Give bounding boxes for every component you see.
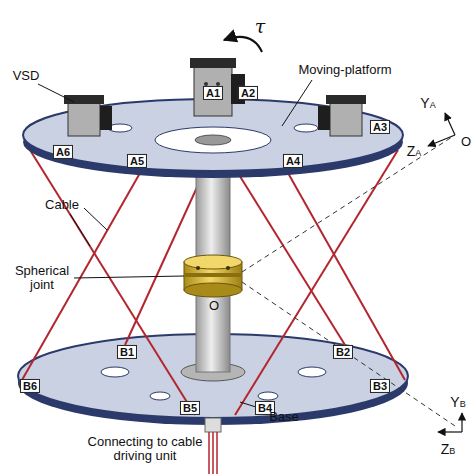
anchor-tag: B1 <box>117 345 137 359</box>
torque-arrow <box>224 37 262 52</box>
vsd-spring <box>318 106 330 130</box>
joint-center: O <box>209 299 219 313</box>
joint-band <box>184 273 242 277</box>
frame-a-axes <box>428 113 455 146</box>
frame-b-axes <box>438 413 462 432</box>
anchor-tag: B2 <box>333 345 353 359</box>
frame-links <box>242 137 458 428</box>
torque-symbol: τ <box>255 16 266 37</box>
anchor-tag: A1 <box>203 86 223 100</box>
anchor-tag: B6 <box>20 379 40 393</box>
outlet-cable <box>208 432 210 474</box>
part-name: Spherical joint <box>6 264 78 293</box>
axis-label: ZB <box>441 442 456 457</box>
vsd-cap <box>190 58 236 68</box>
cable <box>288 173 405 380</box>
vsd-unit <box>318 95 366 136</box>
joint-bolt <box>196 266 200 270</box>
part-name: Cable <box>45 198 79 212</box>
dashed-line <box>242 282 458 428</box>
base-hole <box>101 367 129 377</box>
axis-arrow <box>428 135 455 146</box>
anchor-tag: A6 <box>53 145 73 159</box>
cable <box>235 150 398 415</box>
joint-bottom <box>184 283 242 297</box>
base-hole <box>258 392 278 400</box>
vsd-body <box>194 64 232 116</box>
vsd-body <box>68 100 100 136</box>
leader-line <box>84 208 107 230</box>
part-name: Base <box>269 410 299 424</box>
spherical-joint <box>184 255 242 297</box>
leader-line <box>38 84 74 102</box>
leader-line <box>282 80 312 126</box>
cable-outlet <box>205 418 221 474</box>
outlet-block <box>205 418 221 432</box>
anchor-tag: A3 <box>370 120 390 134</box>
vsd-cap <box>326 95 366 104</box>
anchor-tag: A5 <box>127 154 147 168</box>
part-name: VSD <box>13 69 40 83</box>
vsd-body <box>330 100 362 136</box>
front-cables <box>22 150 405 415</box>
part-name: Moving-platform <box>298 63 391 77</box>
base-hole <box>150 392 170 400</box>
axis-label: ZA <box>407 144 422 159</box>
outlet-cable <box>216 432 218 474</box>
platform-hole <box>294 124 318 132</box>
joint-bolt <box>226 266 230 270</box>
dashed-line <box>242 137 452 272</box>
note-text: Connecting to cable driving unit <box>79 435 211 464</box>
vsd-unit <box>190 58 245 116</box>
outlet-cable <box>212 432 214 474</box>
cable <box>30 150 195 415</box>
leader-line <box>70 214 90 246</box>
frame-origin: O <box>461 135 471 149</box>
pole-cap <box>195 135 231 145</box>
axis-label: YB <box>450 395 465 410</box>
axis-arrow <box>438 431 462 432</box>
axis-arrow <box>445 113 455 135</box>
anchor-tag: A4 <box>283 154 303 168</box>
anchor-tag: B5 <box>180 401 200 415</box>
axis-arrow <box>461 413 462 432</box>
joint-top <box>184 255 242 269</box>
base-hole <box>298 367 326 377</box>
anchor-tag: A2 <box>238 86 258 100</box>
vsd-spring <box>100 106 112 130</box>
leader-line <box>74 276 184 278</box>
leader-lines <box>38 80 312 412</box>
anchor-tag: B3 <box>370 379 390 393</box>
axis-label: YA <box>420 96 435 111</box>
platform-cutout <box>155 127 271 153</box>
